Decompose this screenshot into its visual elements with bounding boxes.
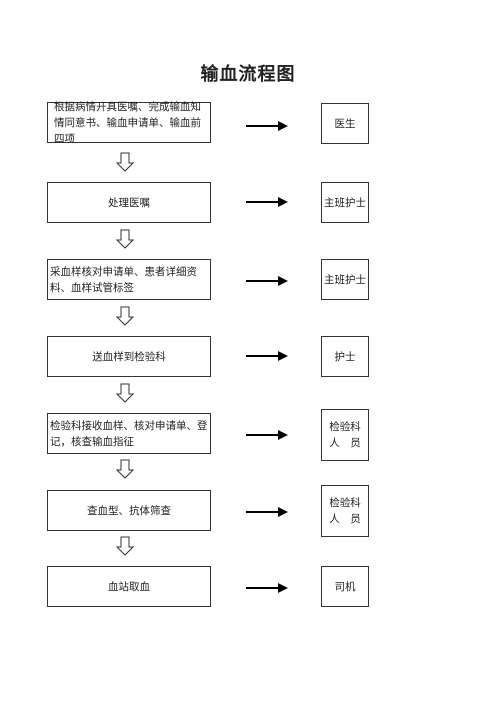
down-arrow-icon [116,152,134,172]
role-box-4: 护士 [321,336,369,377]
role-label-2: 主班护士 [324,196,366,209]
role-box-5: 检验科 人 员 [321,409,369,461]
role-box-1: 医生 [321,103,369,144]
role-box-6: 检验科 人 员 [321,485,369,537]
step-box-5: 检验科接收血样、核对申请单、登记，核查输血指征 [47,413,211,454]
role-label-7: 司机 [334,580,356,593]
step-box-1: 根据病情开具医嘱、完成输血知情同意书、输血申请单、输血前四项 [47,101,211,145]
step-text-7: 血站取血 [108,580,150,593]
step-box-4: 送血样到检验科 [47,336,211,377]
step-text-6: 查血型、抗体筛查 [87,504,171,517]
right-arrow-icon [246,351,288,361]
right-arrow-icon [246,583,288,593]
down-arrow-icon [116,306,134,326]
step-text-2: 处理医嘱 [108,196,150,209]
page-title: 输血流程图 [200,64,296,85]
role-label-3: 主班护士 [324,273,366,286]
right-arrow-icon [246,121,288,131]
role-label-1: 医生 [334,117,356,130]
down-arrow-icon [116,383,134,403]
step-text-5: 检验科接收血样、核对申请单、登记，核查输血指征 [50,419,208,448]
step-text-4: 送血样到检验科 [92,350,166,363]
right-arrow-icon [246,430,288,440]
role-box-2: 主班护士 [321,182,369,223]
role-label-4: 护士 [334,350,356,363]
role-box-3: 主班护士 [321,259,369,300]
role-label-5: 检验科 人 员 [329,421,361,449]
step-text-1: 根据病情开具医嘱、完成输血知情同意书、输血申请单、输血前四项 [54,100,201,145]
step-text-3: 采血样核对申请单、患者详细资料、血样试管标签 [50,265,197,294]
role-label-6: 检验科 人 员 [329,497,361,525]
step-box-2: 处理医嘱 [47,182,211,223]
down-arrow-icon [116,536,134,556]
step-box-3: 采血样核对申请单、患者详细资料、血样试管标签 [47,259,211,300]
step-box-7: 血站取血 [47,566,211,607]
down-arrow-icon [116,459,134,479]
right-arrow-icon [246,507,288,517]
right-arrow-icon [246,197,288,207]
role-box-7: 司机 [321,566,369,607]
right-arrow-icon [246,276,288,286]
step-box-6: 查血型、抗体筛查 [47,490,211,531]
down-arrow-icon [116,229,134,249]
